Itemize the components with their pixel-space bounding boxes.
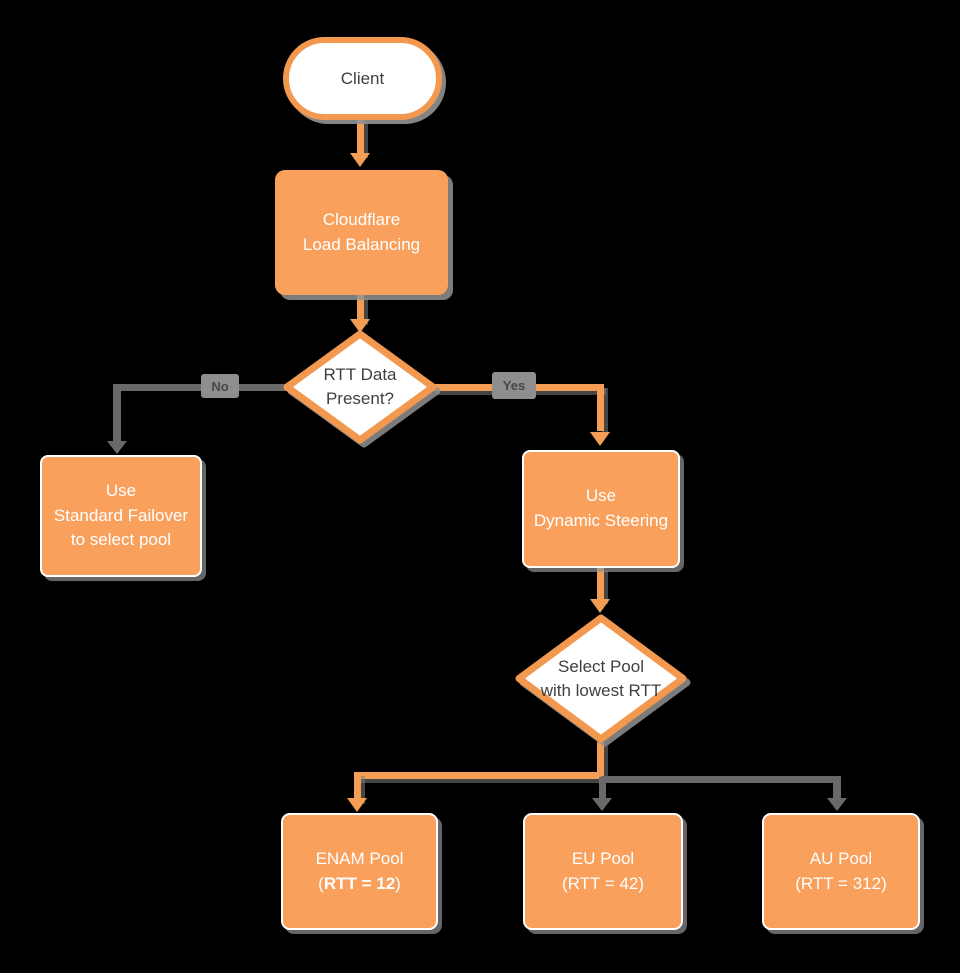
- rtt-value: RTT = 312: [800, 873, 882, 893]
- label-line: EU Pool: [571, 848, 635, 868]
- rtt-open: (: [795, 873, 801, 893]
- label-line: with lowest RTT: [540, 680, 662, 700]
- standard-failover-node: Use Standard Failover to select pool: [40, 455, 202, 577]
- arrowhead-into-failover-icon: [107, 441, 127, 454]
- dynamic-steering-label: Use Dynamic Steering: [534, 484, 668, 533]
- load-balancer-label: Cloudflare Load Balancing: [303, 208, 420, 257]
- load-balancer-node: Cloudflare Load Balancing: [275, 170, 448, 295]
- arrowhead-into-pool-decision-icon: [590, 599, 610, 613]
- rtt-open: (: [561, 873, 568, 893]
- label-line: Use: [105, 481, 137, 501]
- arrowhead-into-loadbalancer-icon: [350, 153, 370, 167]
- arrowhead-into-au-pool-icon: [827, 798, 847, 811]
- connector-steering-to-pool-decision: [597, 567, 604, 600]
- connector-pool-decision-stem: [597, 742, 604, 779]
- dynamic-steering-node: Use Dynamic Steering: [522, 450, 680, 568]
- au-pool-node: AU Pool (RTT = 312): [762, 813, 920, 930]
- connector-client-to-loadbalancer: [357, 118, 364, 154]
- label-line: ENAM Pool: [315, 848, 404, 868]
- label-line: Standard Failover: [53, 505, 189, 525]
- rtt-value: RTT = 12: [323, 873, 396, 893]
- rtt-open: (: [318, 873, 324, 893]
- label-line: Present?: [325, 389, 395, 408]
- connector-to-enam-horizontal: [354, 772, 604, 779]
- client-node-label: Client: [340, 68, 385, 88]
- arrowhead-into-eu-pool-icon: [592, 798, 612, 811]
- edge-label-no-text: No: [211, 378, 229, 394]
- connector-to-au-vertical: [833, 776, 841, 800]
- label-line: Use: [585, 486, 617, 506]
- eu-pool-node: EU Pool (RTT = 42): [523, 813, 683, 930]
- rtt-decision-label: RTT Data Present?: [282, 329, 438, 445]
- connector-to-au-horizontal: [601, 776, 840, 783]
- connector-to-eu-vertical: [599, 777, 606, 799]
- enam-pool-node: ENAM Pool (RTT = 12): [281, 813, 438, 930]
- label-line: Cloudflare: [322, 209, 401, 229]
- pool-decision-label: Select Pool with lowest RTT: [514, 613, 688, 744]
- enam-pool-label: ENAM Pool (RTT = 12): [316, 847, 404, 896]
- rtt-close: ): [881, 873, 887, 893]
- connector-to-enam-vertical: [354, 772, 361, 800]
- label-line: RTT Data: [323, 365, 397, 385]
- rtt-decision-node: RTT Data Present?: [282, 329, 438, 445]
- connector-yes-branch-vertical: [597, 384, 604, 431]
- client-node: Client: [283, 37, 442, 120]
- rtt-value: RTT = 42: [567, 873, 639, 893]
- label-line: AU Pool: [809, 848, 873, 868]
- arrowhead-into-enam-pool-icon: [347, 798, 367, 812]
- edge-label-yes-text: Yes: [502, 378, 526, 393]
- connector-loadbalancer-to-rtt-decision: [357, 294, 364, 321]
- connector-no-branch-vertical: [113, 384, 121, 442]
- diamond-shape-icon: [515, 614, 687, 743]
- au-pool-label: AU Pool (RTT = 312): [795, 847, 887, 896]
- arrowhead-into-rtt-decision-icon: [350, 319, 370, 333]
- label-line: (RTT = 42): [562, 872, 644, 897]
- label-line: to select pool: [70, 530, 172, 550]
- standard-failover-label: Use Standard Failover to select pool: [54, 479, 188, 553]
- rtt-close: ): [395, 873, 401, 893]
- pool-decision-node: Select Pool with lowest RTT: [514, 613, 688, 744]
- label-line: Select Pool: [558, 656, 644, 676]
- rtt-close: ): [638, 873, 645, 893]
- label-line: Dynamic Steering: [533, 511, 669, 530]
- label-line: (RTT = 312): [795, 872, 887, 897]
- arrowhead-into-dynamic-steering-icon: [590, 432, 610, 446]
- diamond-shape-icon: [283, 330, 437, 444]
- edge-label-yes: Yes: [492, 372, 536, 399]
- label-line: (RTT = 12): [316, 872, 404, 897]
- edge-label-no: No: [201, 374, 239, 398]
- eu-pool-label: EU Pool (RTT = 42): [562, 847, 644, 896]
- label-line: Load Balancing: [302, 234, 421, 254]
